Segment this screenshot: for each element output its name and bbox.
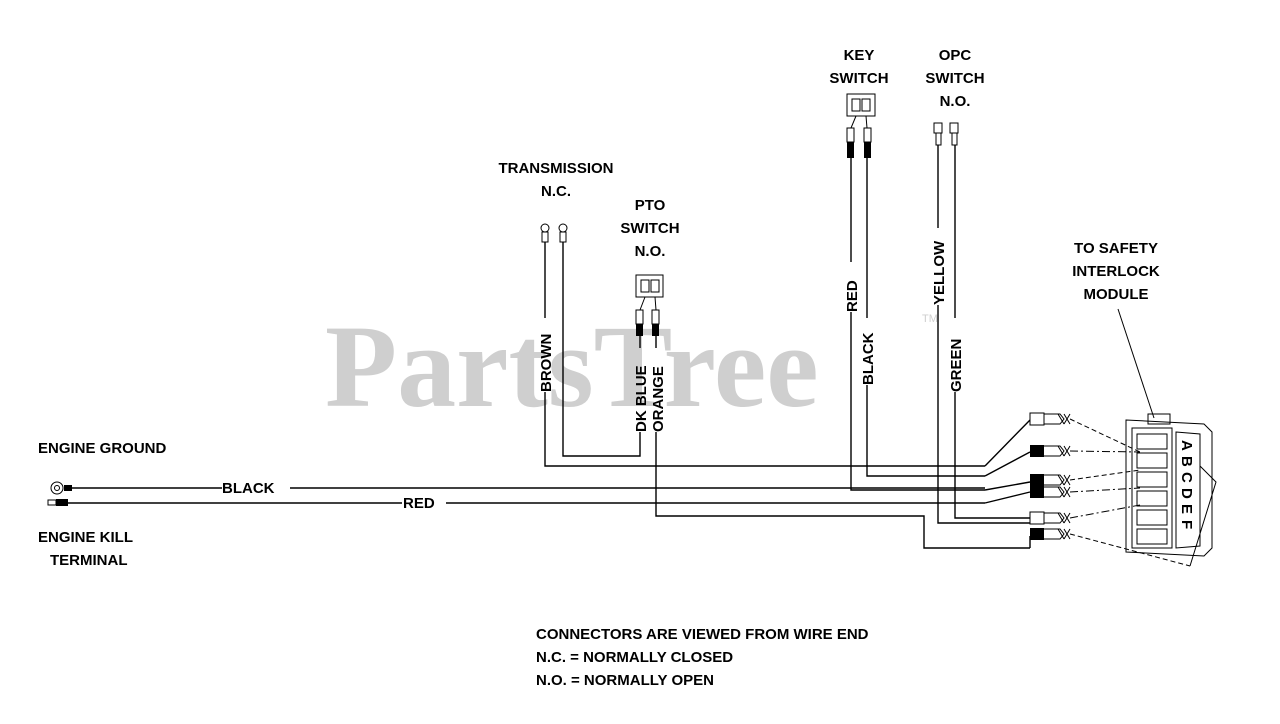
note-viewed-from: CONNECTORS ARE VIEWED FROM WIRE END <box>536 626 869 643</box>
svg-text:B: B <box>1178 456 1195 467</box>
svg-text:TERMINAL: TERMINAL <box>50 552 128 569</box>
wire-label-yellow: YELLOW <box>931 240 948 305</box>
transmission-return-wire <box>562 242 641 457</box>
safety-module-connector <box>1125 413 1217 567</box>
watermark: PartsTree <box>325 301 819 432</box>
engine-ground-terminal <box>50 481 72 495</box>
black-key-wire <box>866 158 985 477</box>
engine-ground-label: ENGINE GROUND <box>38 440 167 457</box>
module-pin-letters: A B C D E F <box>1178 440 1195 529</box>
key-switch-label: KEY SWITCH <box>829 47 888 87</box>
pin-map-d <box>1069 487 1141 493</box>
pin-connectors <box>1029 412 1071 540</box>
pto-switch-connector <box>635 274 664 336</box>
wire-label-brown: BROWN <box>538 334 555 392</box>
pin-map-c <box>1069 469 1141 481</box>
harness-fanout <box>984 419 1031 548</box>
yellow-wire <box>937 145 1030 524</box>
engine-kill-terminal <box>47 499 68 506</box>
svg-text:TRANSMISSION: TRANSMISSION <box>498 160 613 177</box>
wire-label-green: GREEN <box>948 339 965 392</box>
pin-connector-6 <box>1030 528 1071 540</box>
svg-text:INTERLOCK: INTERLOCK <box>1072 263 1160 280</box>
wire-label-black-key: BLACK <box>860 332 877 385</box>
svg-text:A: A <box>1178 440 1195 451</box>
note-nc: N.C. = NORMALLY CLOSED <box>536 649 733 666</box>
safety-module-leader <box>1117 308 1155 419</box>
wire-label-dk-blue: DK BLUE <box>633 365 650 432</box>
brown-wire <box>544 242 985 467</box>
pin-map-e <box>1069 504 1141 519</box>
svg-text:E: E <box>1178 504 1195 514</box>
wire-label-black-ground: BLACK <box>222 480 275 497</box>
note-no: N.O. = NORMALLY OPEN <box>536 672 714 689</box>
wire-label-red-key: RED <box>844 280 861 312</box>
svg-text:N.C.: N.C. <box>541 183 571 200</box>
transmission-label: TRANSMISSION N.C. <box>498 160 613 200</box>
opc-switch-label: OPC SWITCH N.O. <box>925 47 984 110</box>
pin-connector-5 <box>1029 511 1071 525</box>
opc-switch-connector <box>933 122 959 146</box>
pin-connector-3 <box>1030 474 1071 486</box>
green-wire <box>954 145 1030 519</box>
svg-text:ENGINE KILL: ENGINE KILL <box>38 529 133 546</box>
svg-text:TO SAFETY: TO SAFETY <box>1074 240 1158 257</box>
pin-map-a <box>1069 418 1141 453</box>
svg-text:SWITCH: SWITCH <box>620 220 679 237</box>
transmission-connector <box>540 223 568 243</box>
notes: CONNECTORS ARE VIEWED FROM WIRE END N.C.… <box>536 626 869 689</box>
pin-map-f <box>1069 533 1191 567</box>
svg-text:SWITCH: SWITCH <box>829 70 888 87</box>
svg-text:KEY: KEY <box>844 47 875 64</box>
pin-connector-1 <box>1029 412 1071 426</box>
pin-connector-2 <box>1030 445 1071 457</box>
svg-text:PTO: PTO <box>635 197 666 214</box>
watermark-trademark: TM <box>922 313 938 325</box>
svg-text:D: D <box>1178 488 1195 499</box>
pto-switch-label: PTO SWITCH N.O. <box>620 197 679 260</box>
pin-connector-4 <box>1030 486 1071 498</box>
engine-kill-label: ENGINE KILL TERMINAL <box>38 529 133 569</box>
wire-label-red-kill: RED <box>403 495 435 512</box>
svg-text:N.O.: N.O. <box>635 243 666 260</box>
pin-map-b <box>1069 450 1141 453</box>
svg-text:F: F <box>1178 520 1195 529</box>
svg-text:N.O.: N.O. <box>940 93 971 110</box>
red-key-wire <box>850 158 985 491</box>
svg-text:OPC: OPC <box>939 47 972 64</box>
safety-module-label: TO SAFETY INTERLOCK MODULE <box>1072 240 1160 303</box>
svg-text:C: C <box>1178 472 1195 483</box>
svg-text:MODULE: MODULE <box>1084 286 1149 303</box>
wire-label-orange: ORANGE <box>650 366 667 432</box>
key-switch-connector <box>846 93 876 158</box>
svg-text:SWITCH: SWITCH <box>925 70 984 87</box>
